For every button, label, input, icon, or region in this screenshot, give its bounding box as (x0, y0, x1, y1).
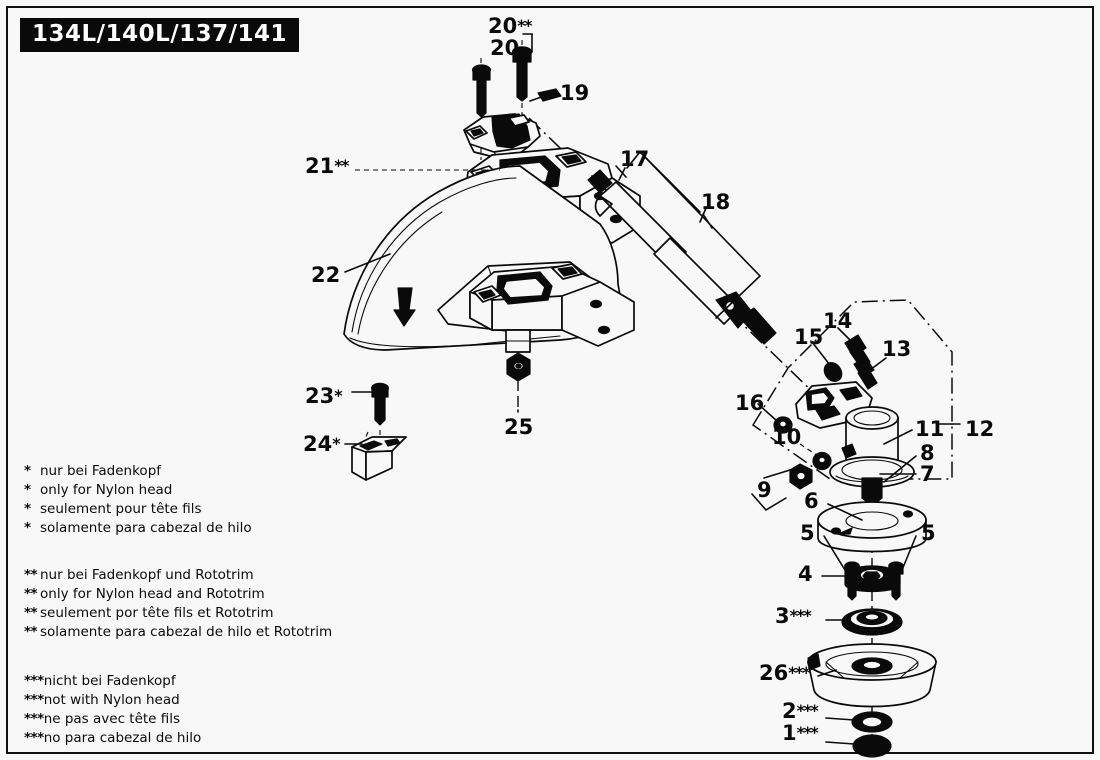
callout-10: 10 (772, 425, 802, 449)
callout-20-star-star: 20** (488, 14, 532, 38)
clamp-bracket-upper (463, 113, 541, 159)
part-17-18-drive-shaft (587, 150, 777, 345)
part-6-support-washer (817, 501, 927, 553)
callout-24: 24* (303, 432, 341, 456)
legend-line: *solamente para cabezal de hilo (24, 520, 252, 537)
callout-3: 3*** (775, 604, 812, 628)
part-24-bracket (351, 436, 407, 481)
part-25-nut (506, 352, 531, 382)
callout-19: 19 (560, 81, 590, 105)
shaft-centre-axis (528, 117, 906, 482)
part-26-support-cup (807, 643, 937, 708)
callout-11: 11 (915, 417, 945, 441)
part-22-debris-guard (343, 165, 635, 353)
part-14-bolt (844, 334, 871, 369)
part-5-bolt-right (888, 561, 904, 601)
part-1-nut (852, 734, 892, 758)
callout-12: 12 (965, 417, 995, 441)
callout-4: 4 (798, 562, 813, 586)
legend-line: **solamente para cabezal de hilo et Roto… (24, 624, 333, 641)
model-title-banner: 134L/140L/137/141 (20, 18, 300, 53)
callout-2: 2*** (782, 699, 819, 723)
callout-9: 9 (757, 478, 772, 502)
legend-line: ***not with Nylon head (24, 692, 180, 709)
legend-block-single-star: *nur bei Fadenkopf *only for Nylon head … (24, 462, 252, 539)
callout-26: 26*** (759, 661, 810, 685)
part-4-drive-disc (844, 565, 901, 593)
part-11-gear-head (795, 381, 915, 488)
callout-25: 25 (504, 415, 534, 439)
part-13-bolt (853, 357, 878, 390)
callout-14: 14 (823, 309, 853, 333)
legend-line: *seulement pour tête fils (24, 501, 202, 518)
bolt-20-star-star (471, 64, 492, 118)
legend-line: **only for Nylon head and Rototrim (24, 586, 265, 603)
legend-block-double-star: **nur bei Fadenkopf und Rototrim **only … (24, 566, 332, 643)
part-23-screw (361, 382, 390, 447)
part-2-washer (851, 711, 893, 733)
legend-line: ***no para cabezal de hilo (24, 730, 202, 747)
part-9-nut (789, 463, 813, 490)
callout-15: 15 (794, 325, 824, 349)
callout-6: 6 (804, 489, 819, 513)
callout-21: 21** (305, 154, 349, 178)
legend-line: **nur bei Fadenkopf und Rototrim (24, 567, 254, 583)
part-21-mount-bracket (465, 147, 641, 244)
callout-18: 18 (701, 190, 731, 214)
legend-line: *only for Nylon head (24, 482, 173, 499)
callout-7: 7 (920, 462, 935, 486)
legend-line: ***nicht bei Fadenkopf (24, 673, 176, 689)
callout-5-left: 5 (800, 521, 815, 545)
legend-block-triple-star: ***nicht bei Fadenkopf ***not with Nylon… (24, 672, 201, 749)
callout-23: 23* (305, 384, 343, 408)
leader-lines (344, 33, 917, 745)
part-10-washer (812, 451, 832, 471)
callout-16: 16 (735, 391, 765, 415)
part-3-cone-washer (841, 608, 903, 636)
part-8-collar (861, 477, 883, 507)
callout-22: 22 (311, 263, 341, 287)
callout-13: 13 (882, 337, 912, 361)
callout-17: 17 (620, 147, 650, 171)
legend-line: *nur bei Fadenkopf (24, 463, 162, 479)
callout-8: 8 (920, 441, 935, 465)
part-19-clamp (529, 88, 562, 102)
legend-line: **seulement por tête fils et Rototrim (24, 605, 274, 622)
part-7-shaft-stub (865, 497, 879, 518)
callout-1: 1*** (782, 721, 819, 745)
callout-5-right: 5 (921, 521, 936, 545)
part-15-pin (823, 362, 843, 382)
callout-20: 20 (490, 36, 520, 60)
legend-line: ***ne pas avec tête fils (24, 711, 181, 728)
part-5-bolt-left (844, 561, 860, 601)
